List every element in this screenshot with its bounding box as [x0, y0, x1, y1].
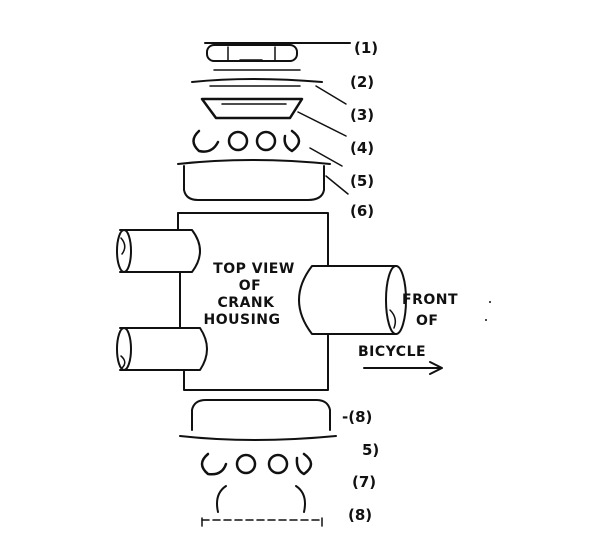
tube-lower-left: [116, 327, 208, 371]
callout-10: (8): [348, 506, 372, 524]
tube-upper-left: [116, 229, 201, 273]
housing-label-line3: CRANK: [218, 295, 276, 311]
callout-9: (7): [352, 473, 376, 491]
part-cone-top: [200, 97, 304, 120]
front-arrow: [363, 361, 443, 375]
speck: [489, 301, 491, 303]
callout-4: (4): [350, 139, 374, 157]
part-cup-bottom: [179, 399, 337, 441]
housing-label-line4: HOUSING: [204, 312, 281, 328]
part-cone-bottom: [216, 485, 306, 513]
part-washer-top: [191, 69, 323, 87]
part-ball-bearings-top: [192, 129, 301, 153]
direction-label-line2: OF: [416, 313, 438, 329]
part-ball-bearings-bottom: [200, 452, 313, 476]
part-locknut-bottom: [201, 517, 323, 527]
callout-8: 5): [362, 441, 379, 459]
direction-label-line3: BICYCLE: [358, 344, 426, 360]
leader-lines: [297, 85, 349, 195]
tube-right: [298, 265, 407, 335]
part-cup-top: [177, 159, 331, 201]
callout-3: (3): [350, 106, 374, 124]
callout-2: (2): [350, 73, 374, 91]
direction-label-line1: FRONT: [402, 292, 458, 308]
callout-7: -(8): [342, 408, 372, 426]
callout-1: (1): [354, 39, 378, 57]
housing-label-line2: OF: [239, 278, 261, 294]
crank-housing: [177, 212, 329, 391]
speck: [485, 319, 487, 321]
housing-label-line1: TOP VIEW: [213, 261, 295, 277]
callout-5: (5): [350, 172, 374, 190]
part-locknut-top: [204, 42, 351, 62]
callout-6: (6): [350, 202, 374, 220]
